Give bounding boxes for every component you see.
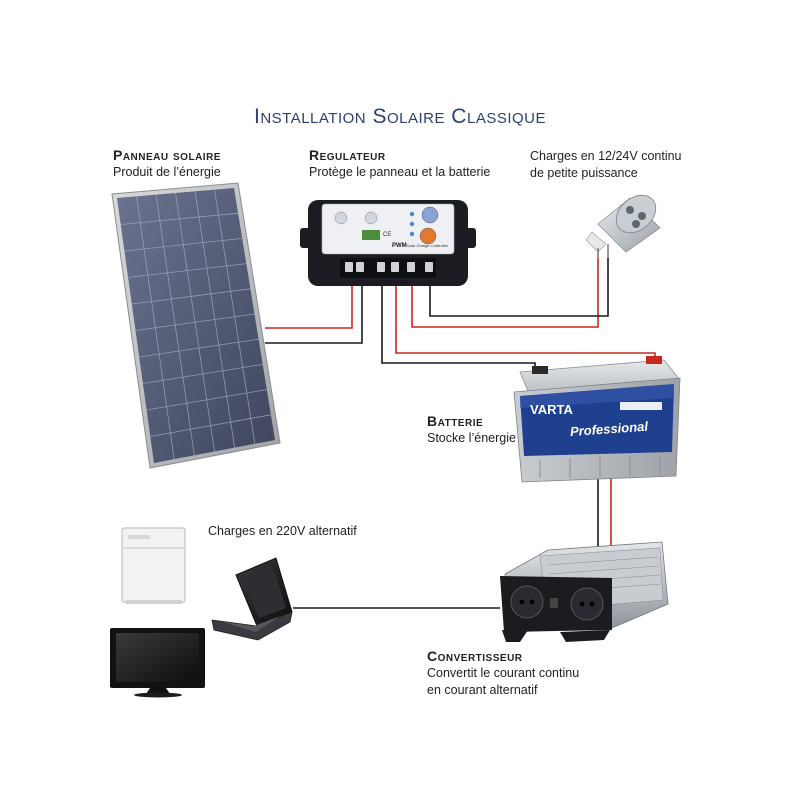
panel-cell-divider: [128, 263, 247, 278]
dc-loads-line1: Charges en 12/24V continu: [530, 149, 682, 163]
panel-cell-divider: [120, 212, 239, 225]
dc-loads-label: Charges en 12/24V continu de petite puis…: [530, 148, 682, 182]
dc-loads-line2: de petite puissance: [530, 166, 638, 180]
panel-cell-divider: [142, 364, 263, 384]
regulator-heading: Regulateur: [309, 147, 386, 163]
laptop-illustration: [211, 557, 293, 641]
inverter-line1: Convertit le courant continu: [427, 666, 580, 680]
led-bulb-illustration: [585, 194, 661, 258]
wire-panel-black: [265, 282, 363, 344]
battery-heading: Batterie: [427, 413, 484, 429]
regulator-ce-text: CE: [383, 232, 391, 238]
panel-label: Panneau solaire Produit de l’énergie: [113, 147, 221, 181]
wire-load-black: [429, 258, 609, 317]
panel-cell-divider: [131, 288, 251, 305]
diagram-title: Installation Solaire Classique: [253, 105, 547, 128]
battery-description: Stocke l’énergie: [427, 431, 516, 445]
wire-battery-red: [395, 282, 656, 376]
battery-label: Batterie Stocke l’énergie: [427, 413, 516, 447]
panel-heading: Panneau solaire: [113, 147, 221, 163]
battery-brand-text: VARTA: [530, 402, 573, 417]
battery-model-text: Professional: [570, 419, 649, 439]
fridge-illustration: [121, 527, 186, 604]
solar-panel-illustration: [111, 182, 281, 469]
wire-battery-black: [381, 282, 536, 376]
ac-loads-text: Charges en 220V alternatif: [208, 524, 357, 538]
inverter-line2: en courant alternatif: [427, 683, 538, 697]
television-illustration: [110, 628, 205, 698]
inverter-heading: Convertisseur: [427, 648, 523, 664]
ac-loads-label: Charges en 220V alternatif: [208, 523, 357, 540]
wire-panel-red: [265, 282, 353, 329]
inverter-label: Convertisseur Convertit le courant conti…: [427, 648, 579, 699]
panel-cell-divider: [135, 313, 255, 331]
panel-cell-divider: [146, 389, 267, 411]
panel-cell-divider: [139, 338, 259, 358]
panel-cell-divider: [124, 238, 243, 252]
regulator-model-text: PWM: [392, 243, 407, 249]
panel-description: Produit de l’énergie: [113, 165, 221, 179]
wire-load-red: [411, 258, 599, 328]
regulator-sub-text: Solar Charge Controller: [406, 243, 449, 248]
inverter-illustration: [500, 541, 669, 642]
charge-regulator-illustration: PWM Solar Charge Controller CE: [300, 200, 476, 286]
regulator-description: Protège le panneau et la batterie: [309, 165, 491, 179]
battery-illustration: VARTA Professional: [513, 356, 681, 483]
regulator-label: Regulateur Protège le panneau et la batt…: [309, 147, 490, 181]
panel-cell-divider: [150, 414, 271, 437]
